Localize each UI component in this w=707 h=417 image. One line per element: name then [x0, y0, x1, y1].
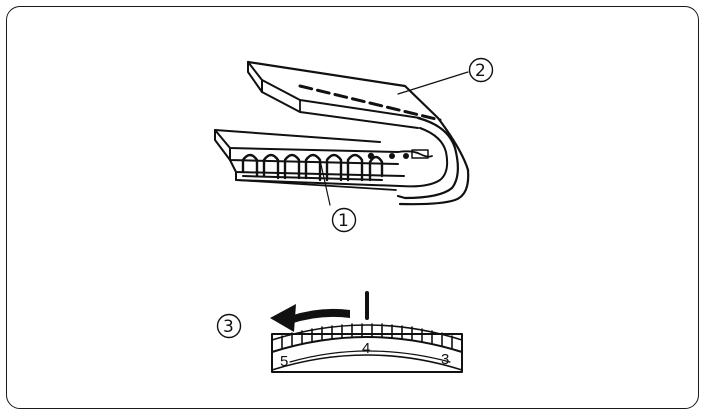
dial-number-4: 4 [362, 340, 370, 357]
callout-label-2: 2 [475, 61, 486, 81]
callout-circle-2 [468, 57, 494, 83]
dial-number-3: 3 [441, 351, 449, 368]
illustration-frame [6, 6, 699, 409]
callout-label-3: 3 [223, 317, 234, 337]
leader-line-1 [319, 159, 331, 206]
stitch-width-dial [271, 323, 463, 373]
blind-stitches [241, 153, 384, 182]
lower-fabric-layer [214, 129, 433, 191]
dial-ticks [281, 323, 453, 350]
upper-fabric-layer [246, 60, 470, 206]
turn-left-arrow-icon [270, 304, 350, 332]
stitch-needle-points [367, 152, 409, 160]
callout-circle-3 [216, 313, 242, 339]
callout-circle-1 [331, 207, 357, 233]
dial-number-5: 5 [280, 353, 288, 370]
leader-line-2 [397, 71, 469, 95]
callout-label-1: 1 [338, 211, 349, 231]
